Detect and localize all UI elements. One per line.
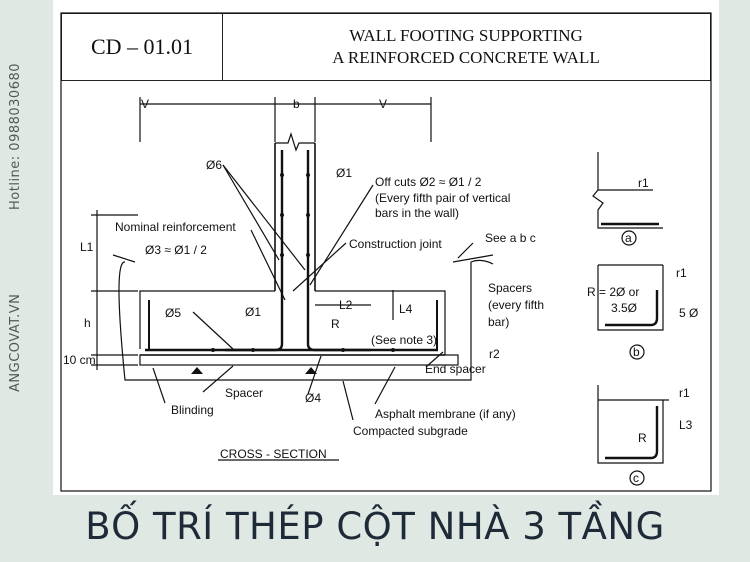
detail-c-label: c [633, 471, 639, 485]
label-r: R [331, 317, 340, 331]
detail-b-label: b [633, 345, 640, 359]
label-phi4: Ø4 [305, 391, 322, 405]
leader-nominal [250, 229, 286, 301]
page-caption: BỐ TRÍ THÉP CỘT NHÀ 3 TẦNG [85, 505, 665, 548]
label-compacted: Compacted subgrade [353, 424, 468, 438]
cross-section-drawing [60, 12, 712, 492]
label-construction-joint: Construction joint [349, 237, 442, 251]
label-h: h [84, 316, 91, 330]
label-end-spacer: End spacer [425, 362, 486, 376]
detail-c-r1: r1 [679, 386, 690, 400]
hotline-text: Hotline: 0988030680 [8, 62, 23, 210]
detail-c-l3: L3 [679, 418, 693, 432]
detail-b [597, 264, 664, 360]
label-spacers-2: (every fifth [488, 298, 545, 312]
detail-b-r-2: 3.5Ø [611, 301, 638, 315]
excavation-outline [118, 259, 494, 381]
leader-see [457, 242, 474, 259]
label-phi5: Ø5 [165, 306, 182, 320]
drawing-sheet: CD – 01.01 WALL FOOTING SUPPORTING A REI… [53, 0, 719, 495]
title-block: CD – 01.01 WALL FOOTING SUPPORTING A REI… [61, 13, 711, 81]
ground-line [112, 254, 494, 263]
dim-v-left: V [141, 97, 150, 111]
label-r2: r2 [489, 347, 500, 361]
label-asphalt: Asphalt membrane (if any) [375, 407, 516, 421]
wall-break-line [275, 132, 315, 152]
label-10cm: 10 cm [63, 353, 96, 367]
title-line-2: A REINFORCED CONCRETE WALL [332, 48, 600, 67]
label-spacers: Spacers [488, 281, 533, 295]
detail-b-5phi: 5 Ø [679, 306, 699, 320]
label-off-cuts: Off cuts Ø2 ≈ Ø1 / 2 [375, 175, 482, 189]
label-spacer: Spacer [225, 386, 264, 400]
detail-c [597, 385, 669, 486]
label-spacers-3: bar) [488, 315, 510, 329]
drawing-code: CD – 01.01 [62, 14, 223, 80]
leader-blinding [152, 367, 166, 404]
leader-end-spacer [425, 351, 444, 368]
see-a: a [509, 231, 517, 245]
label-l2: L2 [339, 298, 353, 312]
leader-phi6-b [222, 164, 306, 271]
leader-asphalt [374, 366, 396, 405]
leader-phi5 [192, 311, 234, 350]
watermark-strip: Hotline: 0988030680 ANGCOVAT.VN [2, 0, 32, 400]
label-l4: L4 [399, 302, 413, 316]
label-see-note: (See note 3) [371, 333, 438, 347]
label-off-cuts-3: bars in the wall) [375, 206, 460, 220]
label-see: See a b c [485, 231, 536, 245]
footing-top-right [315, 290, 446, 355]
leader-compacted [342, 380, 354, 421]
label-phi1-bottom: Ø1 [245, 305, 262, 319]
label-phi3: Ø3 ≈ Ø1 / 2 [145, 243, 207, 257]
drawing-title: WALL FOOTING SUPPORTING A REINFORCED CON… [222, 14, 710, 80]
detail-a-label: a [625, 231, 632, 245]
label-blinding: Blinding [171, 403, 214, 417]
leader-spacer [202, 365, 234, 393]
site-text: ANGCOVAT.VN [8, 293, 23, 392]
title-line-1: WALL FOOTING SUPPORTING [349, 26, 583, 45]
leader-phi4 [307, 355, 322, 395]
leader-construction-joint [292, 242, 347, 292]
label-cross-section: CROSS - SECTION [220, 447, 327, 461]
footing-top-left [139, 290, 275, 349]
see-b: b [519, 231, 527, 245]
dim-v-right: V [379, 97, 388, 111]
leader-off-cuts [309, 184, 374, 286]
label-nominal: Nominal reinforcement [115, 220, 236, 234]
detail-b-r1: r1 [676, 266, 687, 280]
label-l1: L1 [80, 240, 94, 254]
detail-a [592, 152, 663, 246]
label-phi1-top: Ø1 [336, 166, 353, 180]
label-phi6: Ø6 [206, 158, 223, 172]
sheet-frame [60, 12, 712, 492]
label-off-cuts-2: (Every fifth pair of vertical [375, 191, 511, 205]
detail-c-r: R [638, 431, 647, 445]
blinding-layer [139, 354, 459, 366]
dim-b: b [293, 97, 300, 111]
see-c: c [529, 231, 536, 245]
detail-a-r1: r1 [638, 176, 649, 190]
detail-b-r: R = 2Ø or [587, 285, 640, 299]
leader-phi6-a [222, 164, 280, 261]
